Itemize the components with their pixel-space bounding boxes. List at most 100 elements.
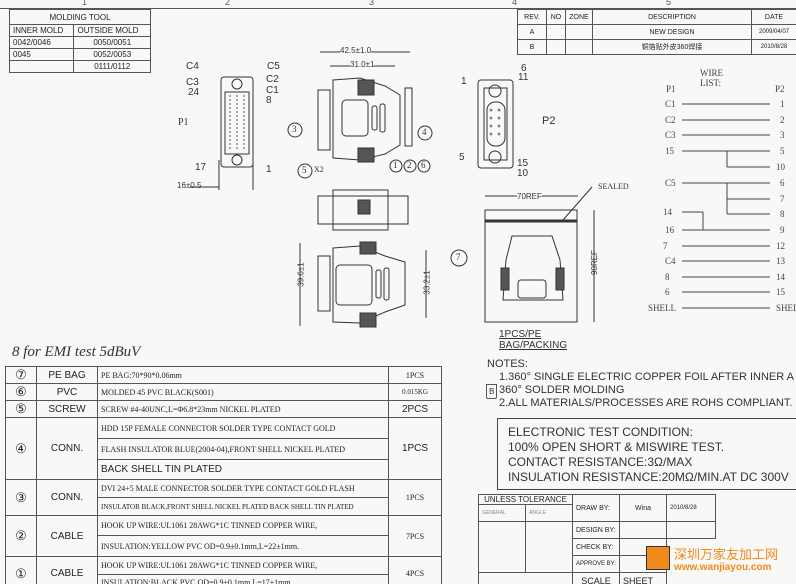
zone-number: 2 <box>225 0 231 7</box>
design-by-label: DESIGN BY: <box>571 521 621 539</box>
dimension: 39.6±1 <box>296 262 306 287</box>
wire-list-lines <box>682 103 770 309</box>
dimension: 33.2±1 <box>422 270 432 295</box>
balloon-number: 6 <box>421 160 426 170</box>
wire-p1-pin: 7 <box>663 241 668 251</box>
pin-label: 17 <box>195 162 207 173</box>
notes: NOTES: 1.360° SINGLE ELECTRIC COPPER FOI… <box>486 358 794 410</box>
item-quantity: 2PCS <box>388 400 442 418</box>
wire-p2-pin: 1 <box>780 99 785 109</box>
balloon-number: 4 <box>422 127 427 137</box>
wire-p1-pin: 14 <box>663 207 672 217</box>
notes-title: NOTES: <box>487 358 528 370</box>
wire-p1-pin: C3 <box>665 130 676 140</box>
wire-p2-pin: 15 <box>776 287 785 297</box>
wire-p2-pin: 5 <box>780 146 785 156</box>
test-line: CONTACT RESISTANCE:3Ω/MAX <box>508 455 693 469</box>
label-p2: P2 <box>542 115 556 127</box>
note-line: 360° SOLDER MOLDING <box>499 384 625 396</box>
item-description: INSULATOR BLACK,FRONT SHELL NICKEL PLATE… <box>97 497 389 516</box>
sheet-label: SHEET <box>619 572 668 584</box>
watermark-url: www.wanjiayou.com <box>674 562 772 573</box>
wire-p1-pin: 8 <box>665 272 670 282</box>
pin-label: 1 <box>461 76 467 87</box>
pin-label: 6 <box>521 63 527 74</box>
pin-label: C4 <box>186 61 199 72</box>
top-border <box>0 8 796 9</box>
dimension: 31.0±1 <box>350 60 375 69</box>
wire-p1-pin: 15 <box>665 146 674 156</box>
p1-dvi-face-view <box>190 76 254 190</box>
item-number: ⑥ <box>5 383 37 401</box>
wire-p2-pin: 14 <box>776 272 785 282</box>
balloon-number: 3 <box>292 124 297 134</box>
zone-number: 4 <box>512 0 518 7</box>
item-name: PVC <box>36 383 98 401</box>
dimension: 90REF <box>589 250 599 275</box>
check-by-label: CHECK BY: <box>571 538 621 556</box>
wire-p1-pin: 6 <box>665 287 670 297</box>
test-line: INSULATION RESISTANCE:20MΩ/MIN.AT DC 300… <box>508 470 789 484</box>
item-quantity: 0.015KG <box>388 383 442 401</box>
wire-list-title: WIRE LIST: <box>700 68 723 88</box>
scale-label: SCALE <box>571 572 621 584</box>
wire-p2-pin: 2 <box>780 115 785 125</box>
wire-p2-pin: 7 <box>780 194 785 204</box>
pin-label: C5 <box>267 61 280 72</box>
cell: 2010/8/28 <box>751 39 796 55</box>
item-quantity: 1PCS <box>388 479 442 516</box>
revision-triangle-icon: B <box>486 384 498 399</box>
pin-label: 5 <box>459 152 465 163</box>
pin-label: 1 <box>266 164 272 175</box>
item-name: CONN. <box>36 479 98 516</box>
drawer-name: Wina <box>619 494 668 522</box>
item-quantity: 4PCS <box>388 556 442 584</box>
zone-number: 5 <box>666 0 672 7</box>
item-description: PE BAG:70*90*0.06mm <box>97 366 389 384</box>
adapter-bottom-view <box>299 241 427 328</box>
zone-number: 1 <box>82 0 88 7</box>
pin-label: 10 <box>517 168 529 179</box>
tolerance-header: UNLESS TOLERANCE <box>478 494 573 505</box>
item-name: SCREW <box>36 400 98 418</box>
wire-p2-pin: 3 <box>780 130 785 140</box>
dimension: 16±0.5 <box>177 181 202 190</box>
wire-p2-pin: 9 <box>780 225 785 235</box>
item-description: HDD 15P FEMALE CONNECTOR SOLDER TYPE CON… <box>97 417 389 439</box>
wire-p2-pin: 13 <box>776 256 785 266</box>
watermark-text: 深圳万家友加工网 <box>674 547 779 562</box>
item-number: ① <box>5 556 37 584</box>
cell <box>8 60 75 73</box>
wire-p2-pin: 6 <box>780 178 785 188</box>
item-number: ② <box>5 515 37 557</box>
item-description: FLASH INSULATOR BLUE(2004-04),FRONT SHEL… <box>97 438 389 460</box>
wire-list-p1-header: P1 <box>666 84 676 94</box>
balloon-number: 2 <box>407 160 412 170</box>
pin-label: 24 <box>188 87 200 98</box>
cell: 0111/0112 <box>73 60 151 73</box>
p2-vga-face-view <box>477 79 514 169</box>
pin-label: C3 <box>186 77 199 88</box>
wire-p2-pin: 12 <box>776 241 785 251</box>
item-description: MOLDED 45 PVC BLACK(S001) <box>97 383 389 401</box>
note-line: 2.ALL MATERIALS/PROCESSES ARE ROHS COMPL… <box>499 397 793 409</box>
watermark-logo-icon <box>646 546 670 570</box>
pe-bag-packing-view <box>484 186 595 323</box>
item-description: INSULATION:YELLOW PVC OD=0.9±0.1mm,L=22±… <box>97 535 389 557</box>
item-quantity: 1PCS <box>388 417 442 480</box>
item-description: INSULATION:BLACK PVC OD=0.9±0.1mm,L=17±1… <box>97 574 389 584</box>
wire-list-p2-header: P2 <box>775 84 785 94</box>
test-line: 100% OPEN SHORT & MISWIRE TEST. <box>508 440 725 454</box>
